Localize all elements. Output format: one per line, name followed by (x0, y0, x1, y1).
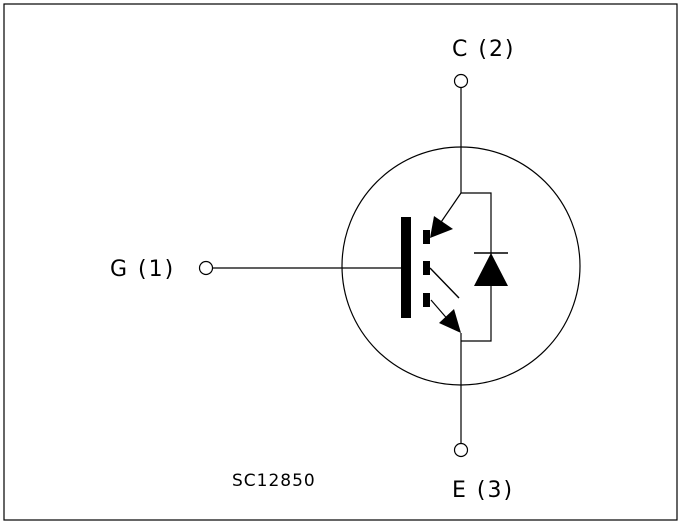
diagram-frame (3, 3, 678, 521)
diode-triangle (474, 253, 508, 286)
channel-segment-middle (423, 261, 430, 275)
collector-label: C (2) (452, 37, 516, 62)
gate-label: G (1) (110, 257, 175, 282)
collector-arrow (430, 216, 453, 238)
emitter-arrow (439, 309, 461, 333)
reference-code: SC12850 (232, 471, 316, 491)
channel-segment-top (423, 230, 430, 244)
channel-segment-bottom (423, 293, 430, 307)
gate-plate (401, 217, 411, 318)
collector-terminal (453, 73, 469, 89)
gate-terminal (198, 260, 214, 276)
emitter-label: E (3) (452, 478, 514, 503)
channel-bypass-line (429, 267, 460, 299)
emitter-terminal (453, 442, 469, 458)
